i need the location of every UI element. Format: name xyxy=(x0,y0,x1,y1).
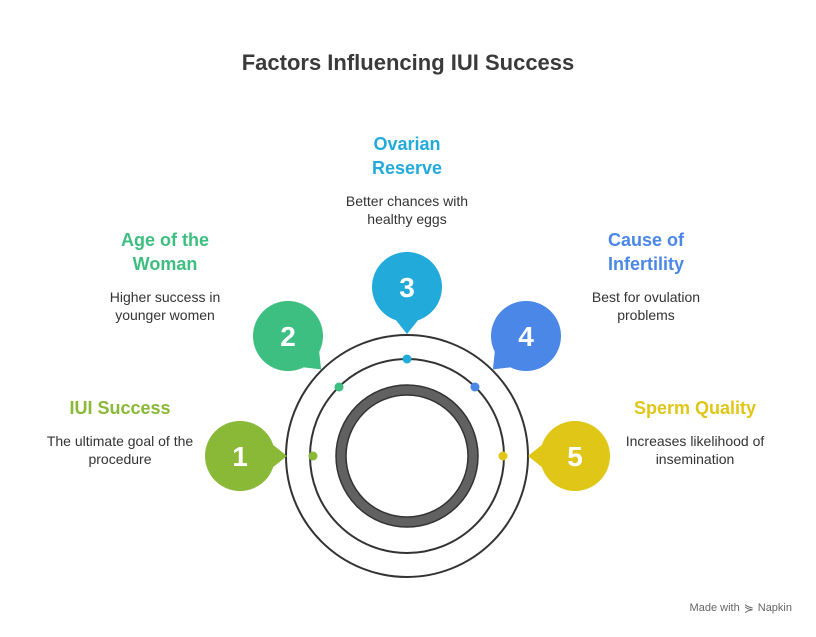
factor-5-label: Sperm Quality xyxy=(633,398,757,418)
number-bubble-5 xyxy=(540,421,610,491)
connector-dots xyxy=(308,354,508,461)
factor-2-label: Age of the Woman xyxy=(121,230,209,274)
connector-dot-1 xyxy=(308,451,318,461)
connector-dot-4 xyxy=(470,382,480,392)
bubble-number-1: 1 xyxy=(232,441,248,472)
core-ring xyxy=(336,385,478,527)
number-bubble-4 xyxy=(491,301,561,371)
bubble-pointer-1 xyxy=(270,442,287,470)
footer-credit: Made with ⋟ Napkin xyxy=(690,601,792,615)
factor-1-description: The ultimate goal of the procedure xyxy=(46,433,194,467)
core-ring-outline-outer xyxy=(335,384,479,528)
bubble-pointer-5 xyxy=(528,442,545,470)
napkin-logo-icon: ⋟ xyxy=(743,601,754,615)
factor-5-description: Increases likelihood of insemination xyxy=(625,433,765,467)
factor-2-description: Higher success in younger women xyxy=(109,289,221,323)
connector-dot-3 xyxy=(402,354,412,364)
bubble-number-4: 4 xyxy=(518,321,534,352)
outer-ring xyxy=(285,334,529,578)
factor-3-label: Ovarian Reserve xyxy=(371,134,443,178)
factor-4-description: Best for ovulation problems xyxy=(591,289,701,323)
connector-dot-5 xyxy=(498,451,508,461)
concentric-rings xyxy=(285,334,529,578)
bubble-number-2: 2 xyxy=(280,321,296,352)
footer-text: Made with xyxy=(689,602,740,614)
connector-dot-2 xyxy=(334,382,344,392)
bubble-number-3: 3 xyxy=(399,272,415,303)
number-bubble-3 xyxy=(372,252,442,322)
number-bubbles: 1 2 3 4 5 xyxy=(205,252,610,491)
factor-3-description: Better chances with healthy eggs xyxy=(345,193,469,227)
number-bubble-1 xyxy=(205,421,275,491)
footer-brand: Napkin xyxy=(757,602,792,614)
bubble-number-5: 5 xyxy=(567,441,583,472)
factor-1-label: IUI Success xyxy=(69,398,171,418)
diagram-title: Factors Influencing IUI Success xyxy=(241,50,575,75)
number-bubble-2 xyxy=(253,301,323,371)
core-ring-outline-inner xyxy=(345,394,469,518)
factor-4-label: Cause of Infertility xyxy=(607,230,685,274)
bubble-pointer-3 xyxy=(393,317,421,334)
